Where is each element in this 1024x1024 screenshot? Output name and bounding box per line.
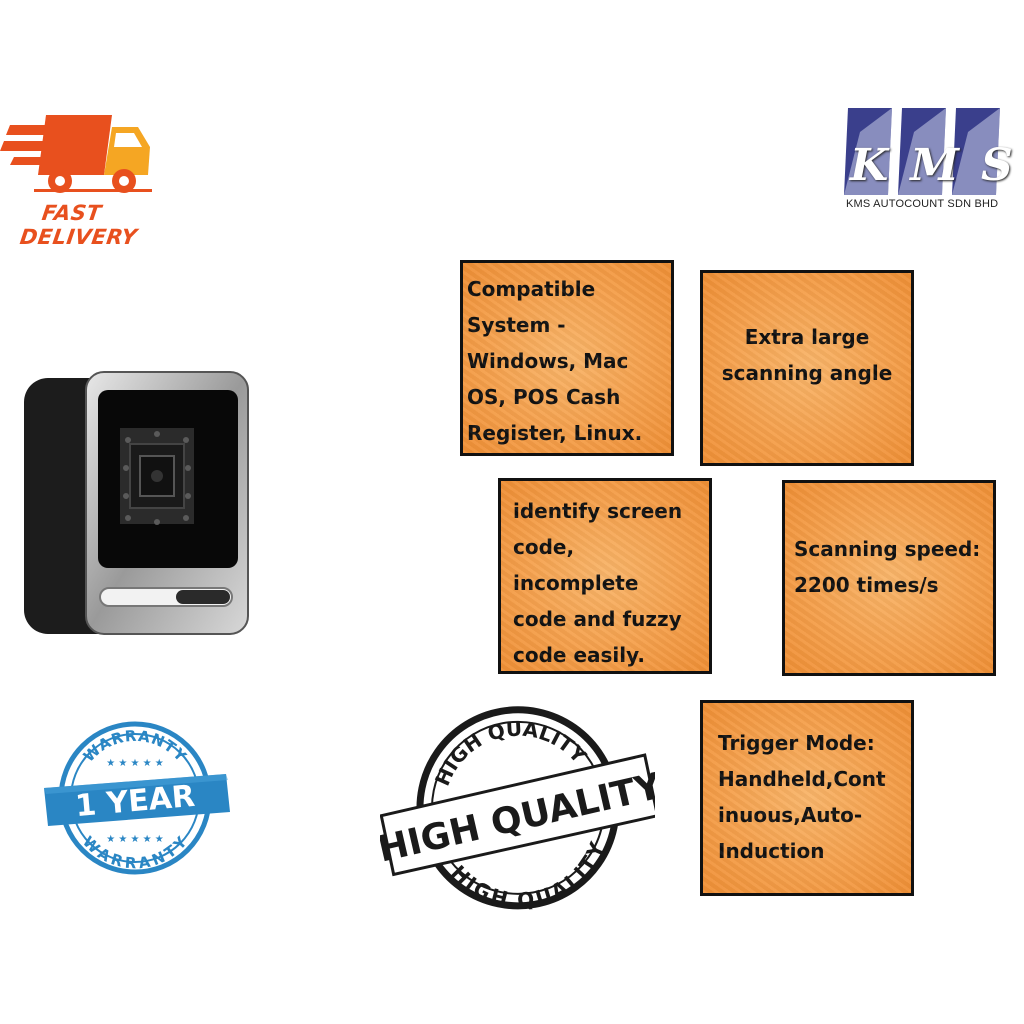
svg-text:★ ★ ★ ★ ★: ★ ★ ★ ★ ★ [106, 834, 164, 845]
delivery-label: DELIVERY [18, 225, 139, 249]
feature-line: System - [467, 313, 566, 337]
star-icon: ★ ★ ★ ★ ★ ★ ★ ★ ★ ★ [106, 758, 164, 845]
feature-line: 2200 times/s [794, 573, 939, 597]
feature-line: Extra large [744, 325, 870, 349]
feature-line: Induction [718, 839, 825, 863]
svg-text:★ ★ ★ ★ ★: ★ ★ ★ ★ ★ [106, 758, 164, 769]
high-quality-stamp: HIGH QUALITY HIGH QUALITY HIGH QUALITY [374, 700, 666, 926]
feature-line: Trigger Mode: [718, 731, 875, 755]
kms-logo: KMS KMS AUTOCOUNT SDN BHD [840, 100, 1020, 220]
feature-compatible-system: Compatible System - Windows, Mac OS, POS… [460, 260, 674, 456]
feature-line: Register, Linux. [467, 421, 643, 445]
feature-line: Handheld,Cont [718, 767, 886, 791]
feature-line: inuous,Auto- [718, 803, 863, 827]
barcode-scanner-image [24, 370, 250, 638]
kms-company-name: KMS AUTOCOUNT SDN BHD [846, 198, 999, 210]
feature-identify-code: identify screen code, incomplete code an… [498, 478, 712, 674]
feature-line: Windows, Mac [467, 349, 629, 373]
fast-delivery-badge: FAST DELIVERY [0, 105, 165, 255]
warranty-badge: WARRANTY WARRANTY 1 YEAR ★ ★ ★ ★ ★ ★ ★ ★… [40, 718, 230, 878]
feature-line: code and fuzzy [513, 607, 682, 631]
delivery-truck-icon [0, 115, 152, 193]
feature-line: identify screen [513, 499, 683, 523]
kms-logo-text: KMS [850, 140, 1024, 191]
feature-line: OS, POS Cash [467, 385, 621, 409]
feature-trigger-mode: Trigger Mode: Handheld,Cont inuous,Auto-… [700, 700, 914, 896]
feature-line: code, [513, 535, 575, 559]
feature-line: Scanning speed: [794, 537, 981, 561]
fast-label: FAST [40, 201, 104, 225]
feature-line: code easily. [513, 643, 645, 667]
feature-line: incomplete [513, 571, 639, 595]
feature-scanning-angle: Extra large scanning angle [700, 270, 914, 466]
feature-line: scanning angle [721, 361, 893, 385]
feature-line: Compatible [467, 277, 596, 301]
kms-logo-icon [844, 108, 1000, 195]
feature-scanning-speed: Scanning speed: 2200 times/s [782, 480, 996, 676]
